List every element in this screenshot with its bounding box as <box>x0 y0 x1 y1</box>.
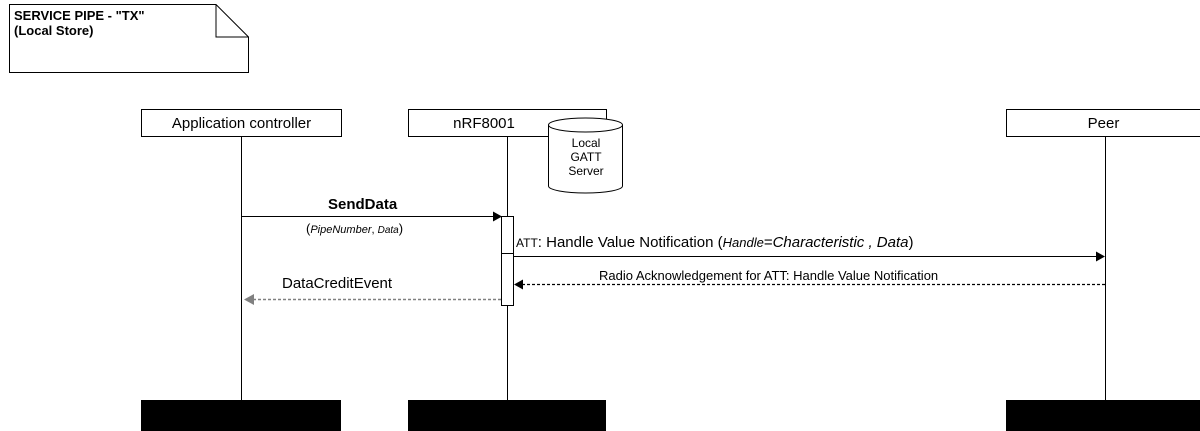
participant-peer-box <box>1006 109 1200 137</box>
note-fold <box>215 4 249 38</box>
datastore-line-3: Server <box>568 164 604 178</box>
activation-bar-2 <box>501 253 514 306</box>
note-shape <box>9 4 249 73</box>
notification-eq: = <box>763 234 773 251</box>
participant-app-label: Application controller <box>171 114 312 132</box>
footer-block-app <box>141 400 341 431</box>
footer-block-peer <box>1006 400 1200 431</box>
datastore-line-2: GATT <box>570 150 602 164</box>
datastore-line-1: Local <box>571 136 601 150</box>
footer-block-nrf <box>408 400 606 431</box>
datastore-top <box>548 117 623 133</box>
notification-handle: Handle <box>722 235 764 250</box>
note-line-1: SERVICE PIPE - "TX" <box>14 8 145 23</box>
param-data: Data <box>377 225 399 236</box>
send-data-arrowhead <box>493 211 502 222</box>
data-credit-arrowhead <box>244 294 254 305</box>
radio-ack-label: Radio Acknowledgement for ATT: Handle Va… <box>599 268 939 283</box>
participant-peer-label: Peer <box>1087 114 1120 132</box>
activation-bar-1 <box>501 216 514 254</box>
params-sep: , <box>371 224 378 236</box>
participant-nrf-label: nRF8001 <box>453 114 515 132</box>
participant-app-box <box>141 109 342 137</box>
radio-ack-arrowhead <box>514 279 523 290</box>
note-text: SERVICE PIPE - "TX" (Local Store) <box>14 8 145 38</box>
notification-close: ) <box>908 234 914 251</box>
send-data-label: SendData <box>328 196 398 213</box>
notification-label: ATT: Handle Value Notification (Handle=C… <box>516 234 913 251</box>
notification-arrowhead <box>1096 251 1105 262</box>
notification-att: ATT <box>516 236 538 250</box>
send-data-params: (PipeNumber, Data) <box>306 221 403 236</box>
datastore-label: Local GATT Server <box>550 136 622 178</box>
notification-text: : Handle Value Notification ( <box>537 234 723 251</box>
params-close: ) <box>398 221 404 236</box>
data-credit-label: DataCreditEvent <box>282 275 393 292</box>
note-line-2: (Local Store) <box>14 23 94 38</box>
notification-params: Characteristic , Data <box>772 234 909 251</box>
datastore-cylinder <box>548 125 623 194</box>
params-open: ( <box>306 221 311 236</box>
param-pipe-number: PipeNumber <box>310 224 372 236</box>
